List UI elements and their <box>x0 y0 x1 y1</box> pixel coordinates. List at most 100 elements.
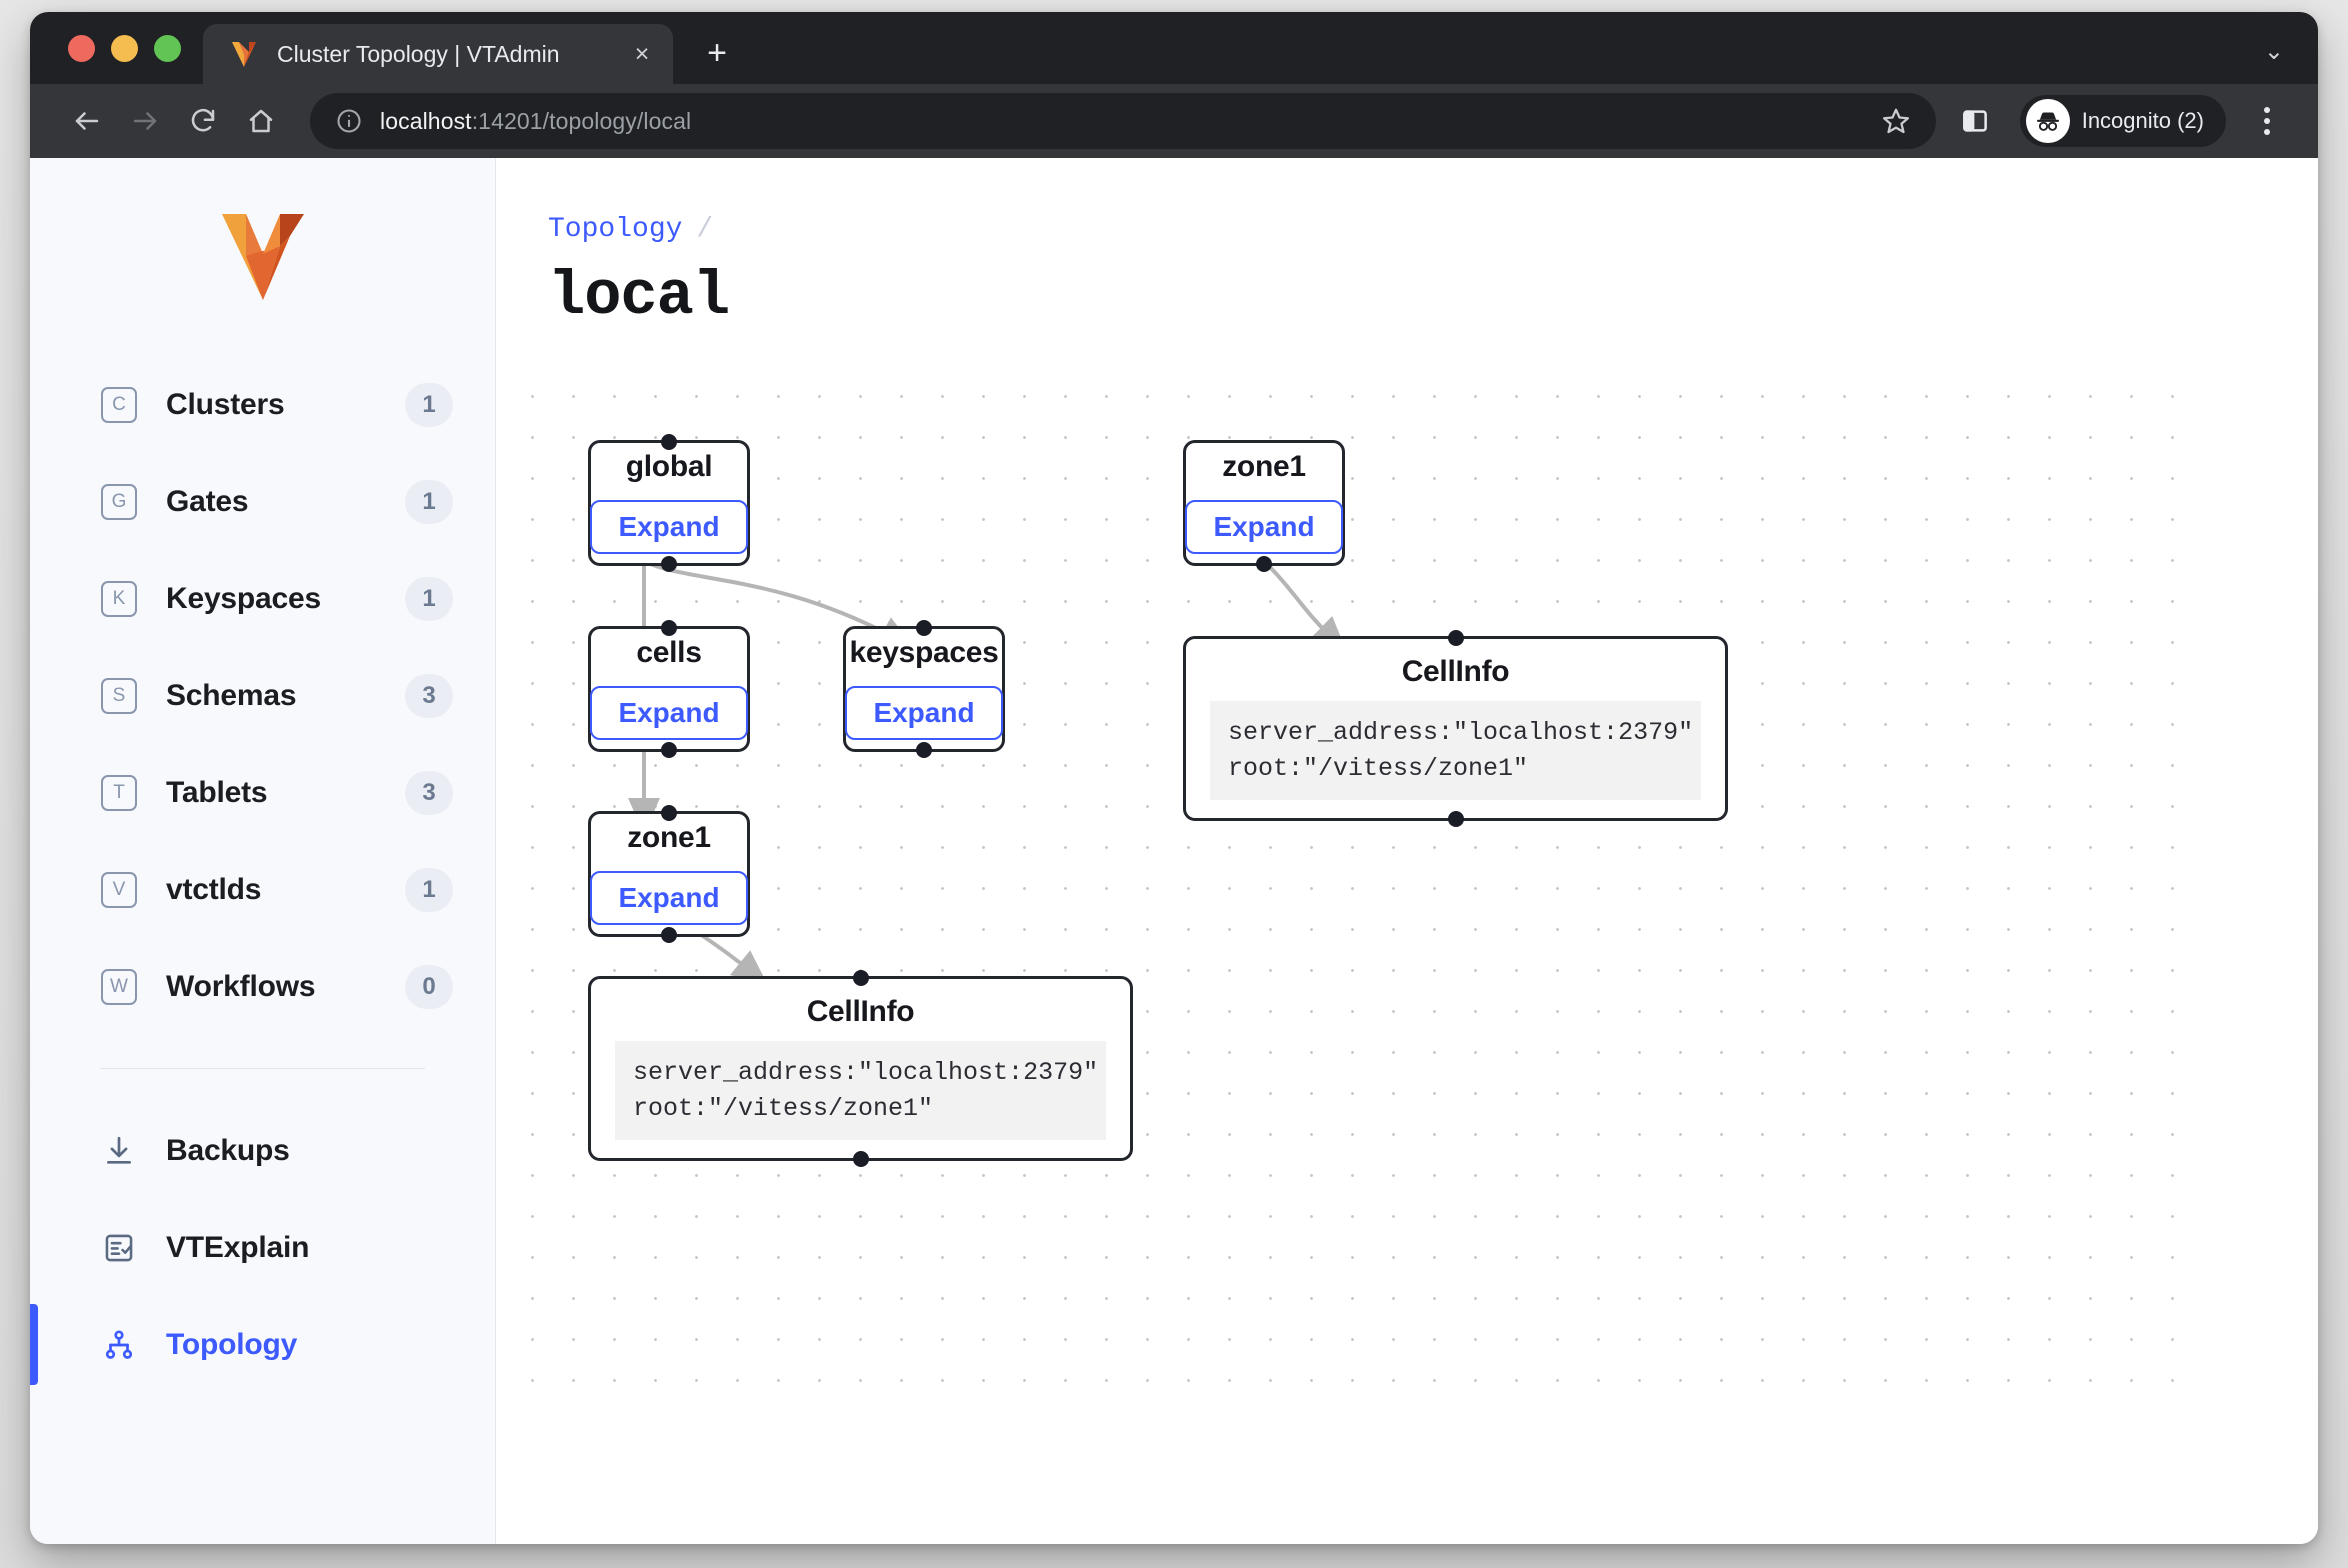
close-window-button[interactable] <box>68 35 95 62</box>
node-port-top <box>916 620 932 636</box>
chevron-down-icon[interactable]: ⌄ <box>2264 12 2318 84</box>
sidebar-item-topology[interactable]: Topology <box>30 1296 495 1393</box>
graph-node-zone1[interactable]: zone1 Expand <box>588 811 750 937</box>
main-content: Topology / local <box>496 158 2318 1544</box>
side-panel-icon[interactable] <box>1950 96 2000 146</box>
sidebar-item-vtctlds[interactable]: V vtctlds 1 <box>30 841 495 938</box>
sidebar-item-label: Keyspaces <box>166 582 377 616</box>
new-tab-button[interactable]: + <box>691 27 743 79</box>
reload-icon[interactable] <box>176 94 230 148</box>
node-title: zone1 <box>1222 452 1306 482</box>
graph-node-global[interactable]: global Expand <box>588 440 750 566</box>
node-port-bottom <box>853 1151 869 1167</box>
minimize-window-button[interactable] <box>111 35 138 62</box>
kbd-letter: V <box>101 872 137 908</box>
sidebar-item-badge: 1 <box>405 577 453 621</box>
browser-menu-icon[interactable] <box>2242 96 2292 146</box>
clusters-key-icon: C <box>100 386 138 424</box>
node-port-top <box>661 805 677 821</box>
node-port-bottom <box>916 742 932 758</box>
close-icon[interactable]: × <box>625 37 659 71</box>
sidebar-item-workflows[interactable]: W Workflows 0 <box>30 938 495 1035</box>
active-indicator <box>30 1304 38 1385</box>
incognito-icon <box>2026 99 2070 143</box>
browser-window: Cluster Topology | VTAdmin × + ⌄ <box>30 12 2318 1544</box>
expand-button[interactable]: Expand <box>1185 500 1342 553</box>
expand-button[interactable]: Expand <box>590 686 747 739</box>
tablets-key-icon: T <box>100 774 138 812</box>
sidebar-item-keyspaces[interactable]: K Keyspaces 1 <box>30 550 495 647</box>
breadcrumb-topology-link[interactable]: Topology <box>548 214 682 245</box>
sidebar-item-label: VTExplain <box>166 1231 453 1265</box>
sidebar-item-badge: 1 <box>405 383 453 427</box>
sidebar: C Clusters 1 G Gates 1 K Keyspaces 1 <box>30 158 496 1544</box>
node-port-top <box>1448 630 1464 646</box>
vitess-v-icon <box>229 39 259 69</box>
expand-button[interactable]: Expand <box>845 686 1002 739</box>
vitess-logo[interactable] <box>30 198 495 356</box>
graph-node-cellinfo[interactable]: CellInfo server_address:"localhost:2379"… <box>588 976 1133 1161</box>
cellinfo-code-block: server_address:"localhost:2379" root:"/v… <box>615 1041 1106 1140</box>
browser-toolbar: localhost:14201/topology/local Incognito… <box>30 84 2318 158</box>
sidebar-item-badge: 1 <box>405 868 453 912</box>
maximize-window-button[interactable] <box>154 35 181 62</box>
sidebar-item-backups[interactable]: Backups <box>30 1102 495 1199</box>
address-bar[interactable]: localhost:14201/topology/local <box>310 93 1936 149</box>
edge-zone1-cellinfo-right <box>1264 561 1334 640</box>
node-port-bottom <box>661 742 677 758</box>
bookmark-star-icon[interactable] <box>1874 99 1918 143</box>
topology-icon <box>100 1326 138 1364</box>
back-icon[interactable] <box>60 94 114 148</box>
site-info-icon[interactable] <box>334 106 364 136</box>
graph-node-cellinfo-right[interactable]: CellInfo server_address:"localhost:2379"… <box>1183 636 1728 821</box>
vtctlds-key-icon: V <box>100 871 138 909</box>
node-port-top <box>661 620 677 636</box>
url-path: :14201/topology/local <box>472 108 692 134</box>
node-title: zone1 <box>627 823 711 853</box>
profile-chip[interactable]: Incognito (2) <box>2020 95 2226 147</box>
node-port-bottom <box>661 556 677 572</box>
sidebar-item-badge: 0 <box>405 965 453 1009</box>
sidebar-item-label: vtctlds <box>166 873 377 907</box>
node-port-bottom <box>1256 556 1272 572</box>
gates-key-icon: G <box>100 483 138 521</box>
node-title: keyspaces <box>849 638 998 668</box>
expand-button[interactable]: Expand <box>590 871 747 924</box>
topology-graph-canvas[interactable]: global Expand cells Expand keysp <box>496 368 2212 1408</box>
sidebar-item-badge: 3 <box>405 771 453 815</box>
breadcrumb: Topology / <box>548 214 2318 245</box>
sidebar-primary-nav: C Clusters 1 G Gates 1 K Keyspaces 1 <box>30 356 495 1035</box>
sidebar-item-label: Workflows <box>166 970 377 1004</box>
node-title: global <box>626 452 713 482</box>
node-port-top <box>853 970 869 986</box>
browser-tab[interactable]: Cluster Topology | VTAdmin × <box>203 24 673 84</box>
sidebar-item-schemas[interactable]: S Schemas 3 <box>30 647 495 744</box>
forward-icon <box>118 94 172 148</box>
graph-node-keyspaces[interactable]: keyspaces Expand <box>843 626 1005 752</box>
kbd-letter: S <box>101 678 137 714</box>
sidebar-item-label: Schemas <box>166 679 377 713</box>
node-title: cells <box>636 638 701 668</box>
browser-tab-title: Cluster Topology | VTAdmin <box>277 41 607 68</box>
page-title: local <box>548 261 2318 332</box>
expand-button[interactable]: Expand <box>590 500 747 553</box>
profile-label: Incognito (2) <box>2082 108 2204 134</box>
sidebar-secondary-nav: Backups VTExplain Topology <box>30 1102 495 1393</box>
node-port-top <box>661 434 677 450</box>
sidebar-item-clusters[interactable]: C Clusters 1 <box>30 356 495 453</box>
node-title: CellInfo <box>807 997 915 1027</box>
node-port-bottom <box>1448 811 1464 827</box>
graph-edges <box>496 368 2212 1408</box>
kbd-letter: W <box>101 969 137 1005</box>
page-body: C Clusters 1 G Gates 1 K Keyspaces 1 <box>30 158 2318 1544</box>
download-icon <box>100 1132 138 1170</box>
graph-node-cells[interactable]: cells Expand <box>588 626 750 752</box>
sidebar-item-tablets[interactable]: T Tablets 3 <box>30 744 495 841</box>
home-icon[interactable] <box>234 94 288 148</box>
sidebar-item-badge: 1 <box>405 480 453 524</box>
sidebar-item-gates[interactable]: G Gates 1 <box>30 453 495 550</box>
graph-node-zone1-root[interactable]: zone1 Expand <box>1183 440 1345 566</box>
sidebar-item-vtexplain[interactable]: VTExplain <box>30 1199 495 1296</box>
sidebar-item-label: Tablets <box>166 776 377 810</box>
breadcrumb-separator: / <box>696 214 713 245</box>
